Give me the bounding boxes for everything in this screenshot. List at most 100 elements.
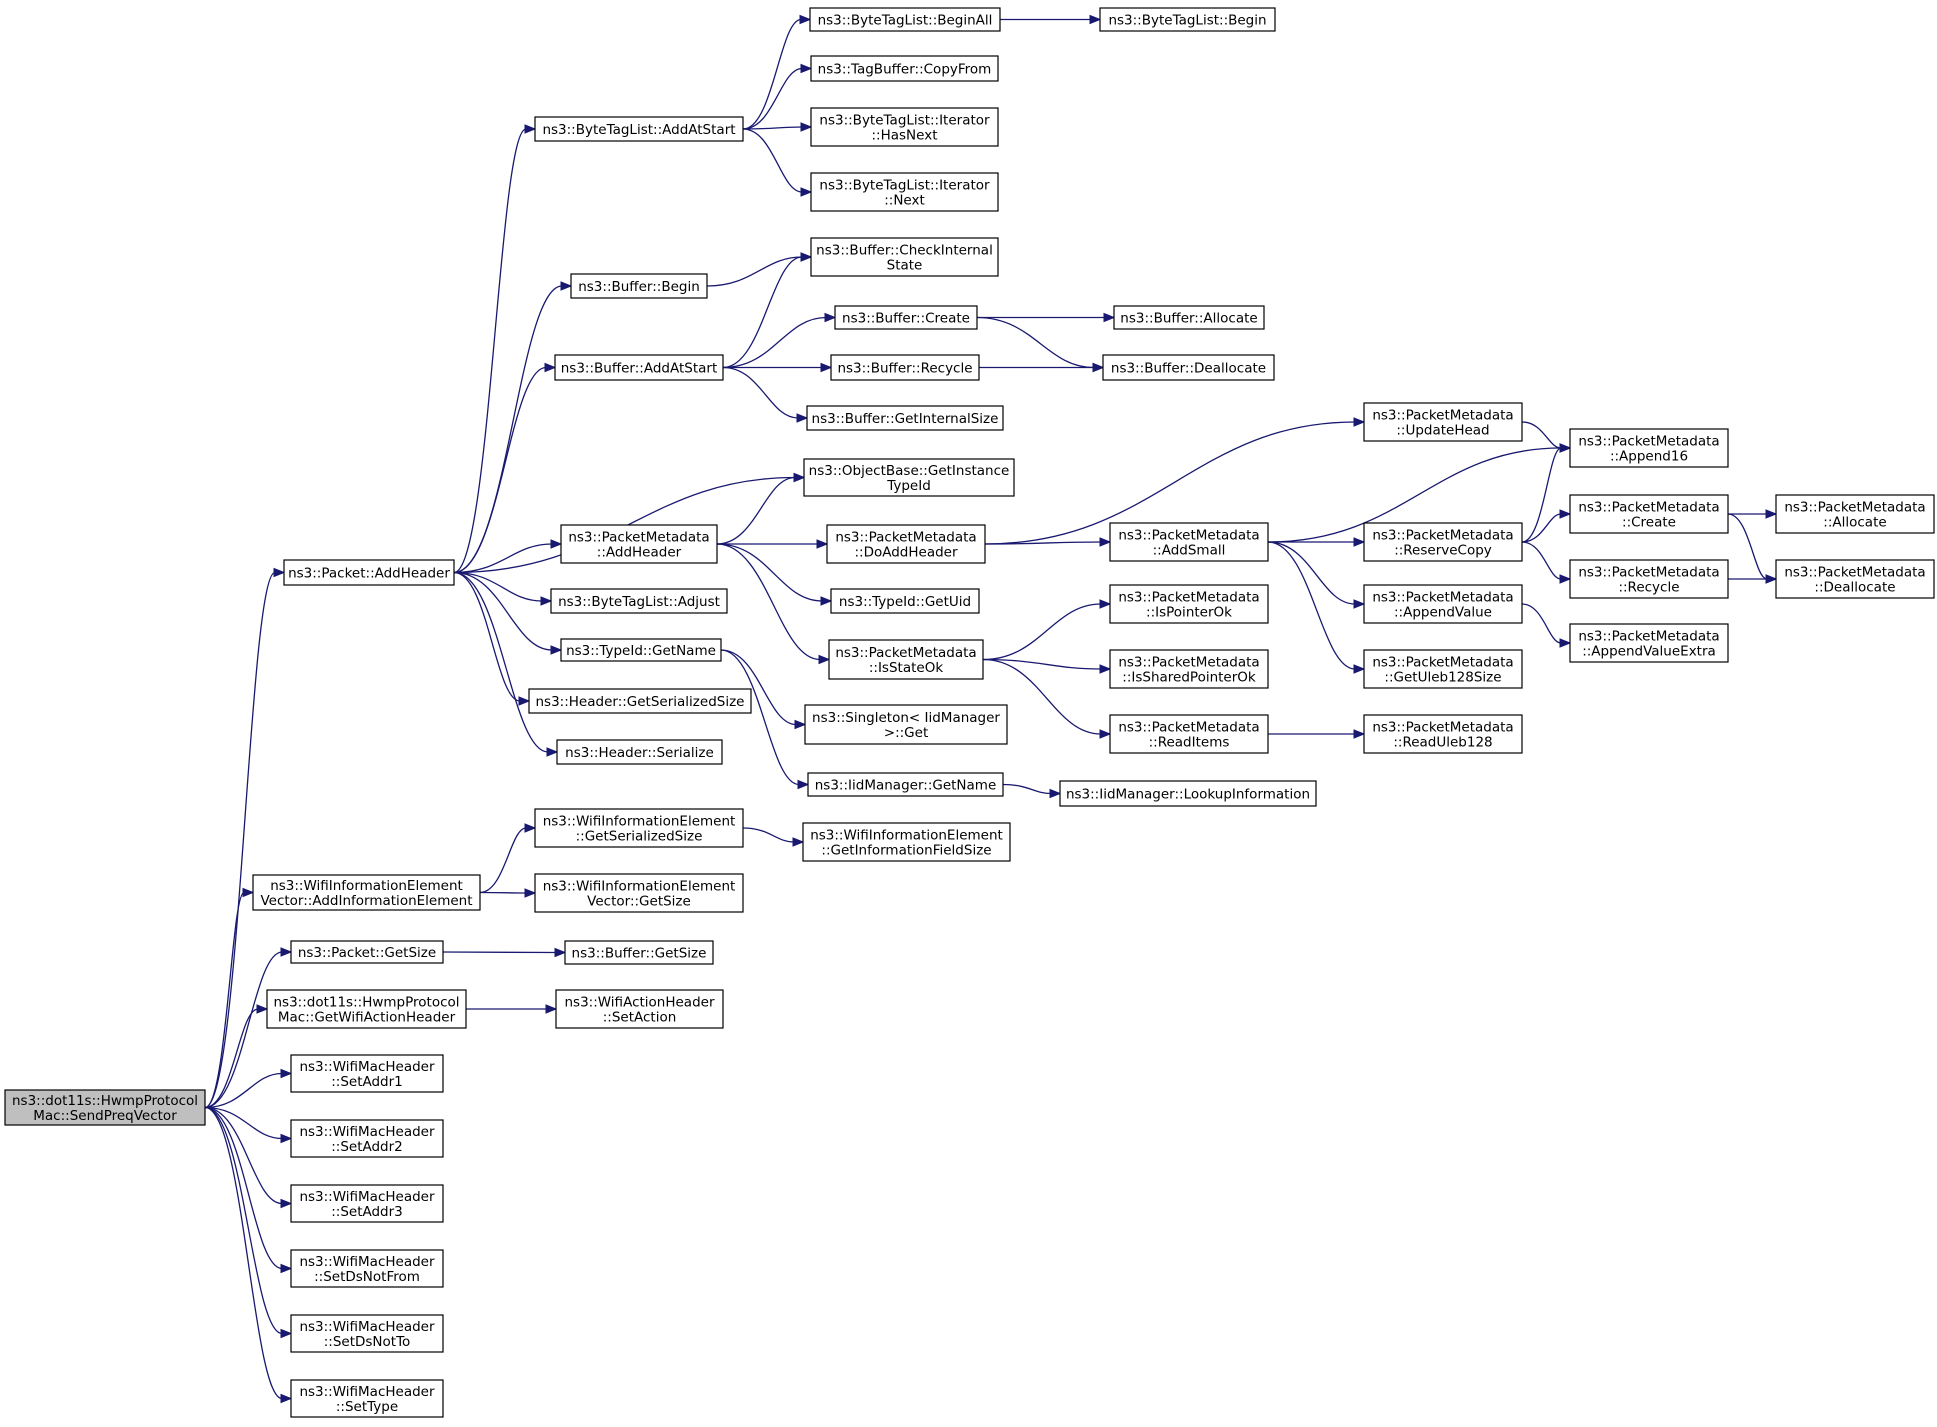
- node-label: >::Get: [884, 725, 928, 741]
- edge-pm-create-to-pm-deallocate: [1727, 513, 1778, 584]
- node-pm-getuleb128size[interactable]: ns3::PacketMetadata::GetUleb128Size: [1363, 649, 1523, 689]
- edge-line: [453, 366, 547, 574]
- edge-arrowhead: [1353, 417, 1366, 427]
- edge-root-to-addr1: [204, 1068, 293, 1109]
- edge-line: [984, 541, 1102, 545]
- node-addie[interactable]: ns3::WifiInformationElementVector::AddIn…: [252, 874, 481, 911]
- edge-pm-reservecopy-to-pm-append16: [1521, 443, 1572, 543]
- node-pm-deallocate[interactable]: ns3::PacketMetadata::Deallocate: [1775, 559, 1935, 599]
- node-label: ns3::dot11s::HwmpProtocol: [12, 1093, 198, 1109]
- node-label: ::SetDsNotFrom: [314, 1269, 420, 1285]
- node-addr2[interactable]: ns3::WifiMacHeader::SetAddr2: [290, 1119, 444, 1158]
- edge-typeid-getname-to-iid-getname: [720, 649, 810, 790]
- node-box: [830, 588, 980, 614]
- node-pm-allocate[interactable]: ns3::PacketMetadata::Allocate: [1775, 494, 1935, 534]
- edge-arrowhead: [524, 888, 537, 898]
- node-label: ns3::WifiInformationElement: [810, 828, 1003, 844]
- node-tagbuf-copyfrom[interactable]: ns3::TagBuffer::CopyFrom: [810, 55, 999, 82]
- edge-line: [742, 827, 795, 843]
- node-pm-issharedpointerok[interactable]: ns3::PacketMetadata::IsSharedPointerOk: [1109, 649, 1269, 689]
- node-pm-readuleb128[interactable]: ns3::PacketMetadata::ReadUleb128: [1363, 714, 1523, 754]
- node-pktgetsize[interactable]: ns3::Packet::GetSize: [290, 940, 444, 964]
- node-wiev-getsize[interactable]: ns3::WifiInformationElementVector::GetSi…: [534, 873, 744, 913]
- edge-root-to-dsnotto: [204, 1106, 293, 1339]
- node-box: [1109, 714, 1269, 754]
- node-wie-getsersize[interactable]: ns3::WifiInformationElement::GetSerializ…: [534, 808, 744, 848]
- node-btl-adjust[interactable]: ns3::ByteTagList::Adjust: [550, 588, 728, 614]
- node-label: ::GetInformationFieldSize: [821, 843, 991, 859]
- node-box: [1102, 354, 1275, 381]
- node-hdr-getsersize[interactable]: ns3::Header::GetSerializedSize: [528, 688, 752, 714]
- node-singleton-get[interactable]: ns3::Singleton< IidManager >::Get: [804, 704, 1008, 745]
- node-typeid-getuid[interactable]: ns3::TypeId::GetUid: [830, 588, 980, 614]
- node-buf-getsize[interactable]: ns3::Buffer::GetSize: [564, 940, 714, 965]
- node-label: ::AppendValue: [1394, 605, 1492, 621]
- edge-arrowhead: [280, 1133, 293, 1144]
- node-label: ::AddSmall: [1153, 543, 1226, 559]
- node-label: ns3::WifiMacHeader: [299, 1384, 435, 1400]
- node-pm-readitems[interactable]: ns3::PacketMetadata::ReadItems: [1109, 714, 1269, 754]
- node-addr1[interactable]: ns3::WifiMacHeader::SetAddr1: [290, 1054, 444, 1093]
- node-buf-allocate[interactable]: ns3::Buffer::Allocate: [1113, 305, 1265, 330]
- edge-line: [453, 571, 553, 651]
- node-hdr-serialize[interactable]: ns3::Header::Serialize: [556, 739, 723, 765]
- edge-pm-addsmall-to-pm-reservecopy: [1267, 537, 1366, 547]
- node-box: [1113, 305, 1265, 330]
- node-addheader[interactable]: ns3::Packet::AddHeader: [283, 559, 455, 586]
- node-btl-begin[interactable]: ns3::ByteTagList::Begin: [1099, 7, 1276, 32]
- node-btl-addatstart[interactable]: ns3::ByteTagList::AddAtStart: [534, 116, 744, 142]
- node-buf-create[interactable]: ns3::Buffer::Create: [834, 305, 978, 330]
- node-box: [290, 1379, 444, 1418]
- node-btl-it-hasnext[interactable]: ns3::ByteTagList::Iterator::HasNext: [810, 107, 999, 147]
- edge-arrowhead: [792, 837, 805, 847]
- node-buf-addatstart[interactable]: ns3::Buffer::AddAtStart: [554, 354, 724, 381]
- node-iid-lookupinfo[interactable]: ns3::IidManager::LookupInformation: [1059, 780, 1317, 807]
- node-typeid-getname[interactable]: ns3::TypeId::GetName: [560, 638, 722, 662]
- node-btl-it-next[interactable]: ns3::ByteTagList::Iterator::Next: [810, 172, 999, 212]
- node-label: ns3::Buffer::Deallocate: [1111, 361, 1266, 377]
- node-box: [283, 559, 455, 586]
- node-buf-deallocate[interactable]: ns3::Buffer::Deallocate: [1102, 354, 1275, 381]
- edge-btl-addatstart-to-btl-it-next: [742, 128, 813, 197]
- node-pm-appendvalue[interactable]: ns3::PacketMetadata::AppendValue: [1363, 584, 1523, 624]
- node-wie-getinfofieldsize[interactable]: ns3::WifiInformationElement::GetInformat…: [802, 822, 1011, 862]
- node-buf-recycle[interactable]: ns3::Buffer::Recycle: [830, 354, 980, 381]
- node-pm-updatehead[interactable]: ns3::PacketMetadata::UpdateHead: [1363, 402, 1523, 442]
- node-iid-getname[interactable]: ns3::IidManager::GetName: [807, 772, 1004, 797]
- node-pm-isstateok[interactable]: ns3::PacketMetadata::IsStateOk: [828, 639, 984, 680]
- node-addr3[interactable]: ns3::WifiMacHeader::SetAddr3: [290, 1184, 444, 1223]
- node-btl-beginall[interactable]: ns3::ByteTagList::BeginAll: [809, 7, 1001, 32]
- node-getwifiaction[interactable]: ns3::dot11s::HwmpProtocolMac::GetWifiAct…: [266, 989, 467, 1029]
- node-box: [528, 688, 752, 714]
- node-pm-ispointerok[interactable]: ns3::PacketMetadata::IsPointerOk: [1109, 584, 1269, 624]
- node-label: ns3::Header::GetSerializedSize: [536, 694, 745, 710]
- node-pm-addsmall[interactable]: ns3::PacketMetadata::AddSmall: [1109, 522, 1269, 562]
- node-buf-getinternalsize[interactable]: ns3::Buffer::GetInternalSize: [806, 405, 1004, 431]
- node-box: [828, 639, 984, 680]
- node-dsnotfrom[interactable]: ns3::WifiMacHeader::SetDsNotFrom: [290, 1249, 444, 1288]
- edge-getwifiaction-to-wah-setaction: [465, 1004, 558, 1014]
- node-pm-append16[interactable]: ns3::PacketMetadata::Append16: [1569, 428, 1729, 468]
- edge-pm-isstateok-to-pm-ispointerok: [982, 599, 1112, 661]
- node-dsnotto[interactable]: ns3::WifiMacHeader::SetDsNotTo: [290, 1314, 444, 1353]
- node-label: ns3::Buffer::GetSize: [572, 946, 707, 962]
- node-settype[interactable]: ns3::WifiMacHeader::SetType: [290, 1379, 444, 1418]
- node-wah-setaction[interactable]: ns3::WifiActionHeader::SetAction: [555, 989, 724, 1029]
- node-box: [290, 1314, 444, 1353]
- node-label: ns3::dot11s::HwmpProtocol: [273, 995, 459, 1011]
- node-pm-addheader[interactable]: ns3::PacketMetadata::AddHeader: [560, 524, 718, 564]
- edge-buf-begin-to-buf-checkinternal: [706, 252, 813, 287]
- edge-addheader-to-hdr-serialize: [453, 571, 559, 757]
- node-pm-create[interactable]: ns3::PacketMetadata::Create: [1569, 494, 1729, 534]
- edge-pm-readitems-to-pm-readuleb128: [1268, 729, 1366, 739]
- node-pm-doaddheader[interactable]: ns3::PacketMetadata::DoAddHeader: [826, 524, 986, 564]
- node-pm-appendvalueextra[interactable]: ns3::PacketMetadata::AppendValueExtra: [1569, 623, 1729, 663]
- node-buf-begin[interactable]: ns3::Buffer::Begin: [570, 273, 708, 299]
- node-pm-recycle[interactable]: ns3::PacketMetadata::Recycle: [1569, 559, 1729, 599]
- edge-root-to-addheader: [204, 567, 286, 1109]
- edge-pm-doaddheader-to-pm-addsmall: [984, 537, 1112, 547]
- node-pm-reservecopy[interactable]: ns3::PacketMetadata::ReserveCopy: [1363, 522, 1523, 562]
- node-root[interactable]: ns3::dot11s::HwmpProtocolMac::SendPreqVe…: [4, 1089, 206, 1126]
